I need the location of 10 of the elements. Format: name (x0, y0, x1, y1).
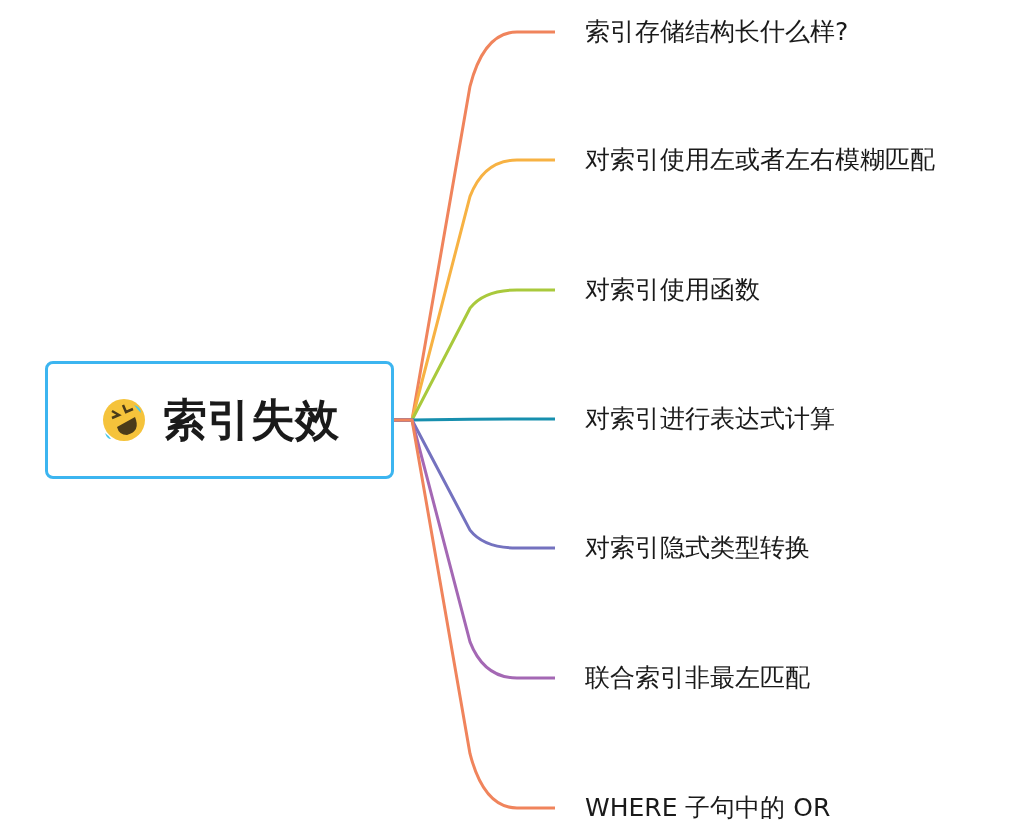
topic-title: 索引失效 (162, 392, 339, 447)
branch-label: 对索引使用函数 (555, 275, 760, 305)
branch-label: 索引存储结构长什么样? (555, 17, 849, 47)
topic-box (45, 361, 394, 479)
branch-label: 对索引使用左或者左右模糊匹配 (555, 145, 935, 175)
branch-line (394, 418, 555, 810)
branch-label: 联合索引非最左匹配 (555, 663, 810, 693)
branch-label: 对索引隐式类型转换 (555, 533, 810, 563)
branch-label: 对索引进行表达式计算 (555, 404, 835, 434)
branch-label: WHERE 子句中的 OR (555, 793, 831, 823)
